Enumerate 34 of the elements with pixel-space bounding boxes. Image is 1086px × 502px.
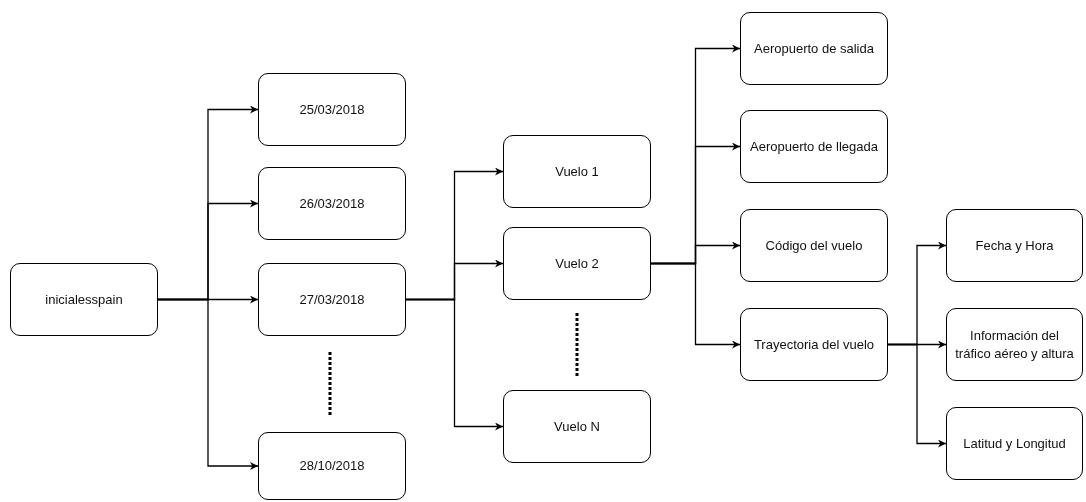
arrow bbox=[887, 343, 947, 448]
node-label: Vuelo 1 bbox=[555, 162, 599, 181]
node-label: Vuelo N bbox=[554, 417, 600, 436]
rounded-box bbox=[740, 12, 888, 85]
rounded-box bbox=[258, 73, 406, 146]
node-label: Código del vuelo bbox=[765, 236, 863, 255]
node-label: Aeropuerto de salida bbox=[754, 39, 874, 58]
rounded-box bbox=[946, 308, 1083, 381]
rounded-box bbox=[258, 432, 406, 500]
rounded-box bbox=[503, 135, 651, 208]
node-label: 26/03/2018 bbox=[299, 194, 365, 213]
rounded-box bbox=[258, 167, 406, 240]
node-label: Aeropuerto de llegada bbox=[750, 137, 878, 156]
rounded-box bbox=[503, 390, 651, 463]
node-label: Latitud y Longitud bbox=[963, 434, 1066, 453]
node-label: Vuelo 2 bbox=[555, 254, 599, 273]
rounded-box bbox=[740, 209, 888, 282]
node-label: 27/03/2018 bbox=[299, 290, 365, 309]
rounded-box bbox=[740, 308, 888, 381]
node-label: 25/03/2018 bbox=[299, 100, 365, 119]
rounded-box bbox=[946, 407, 1083, 480]
node-label: Fecha y Hora bbox=[975, 236, 1054, 255]
arrow bbox=[157, 298, 259, 470]
rounded-box bbox=[10, 263, 158, 336]
rounded-box bbox=[740, 110, 888, 183]
node-label: Información del tráfico aéreo y altura bbox=[954, 326, 1075, 363]
arrow bbox=[650, 262, 741, 349]
rounded-box bbox=[503, 227, 651, 300]
node-label: inicialesspain bbox=[45, 290, 123, 309]
rounded-box bbox=[946, 209, 1083, 282]
node-label: 28/10/2018 bbox=[299, 457, 365, 475]
node-label: Trayectoria del vuelo bbox=[753, 335, 875, 354]
arrow bbox=[405, 298, 504, 431]
rounded-box bbox=[258, 263, 406, 336]
